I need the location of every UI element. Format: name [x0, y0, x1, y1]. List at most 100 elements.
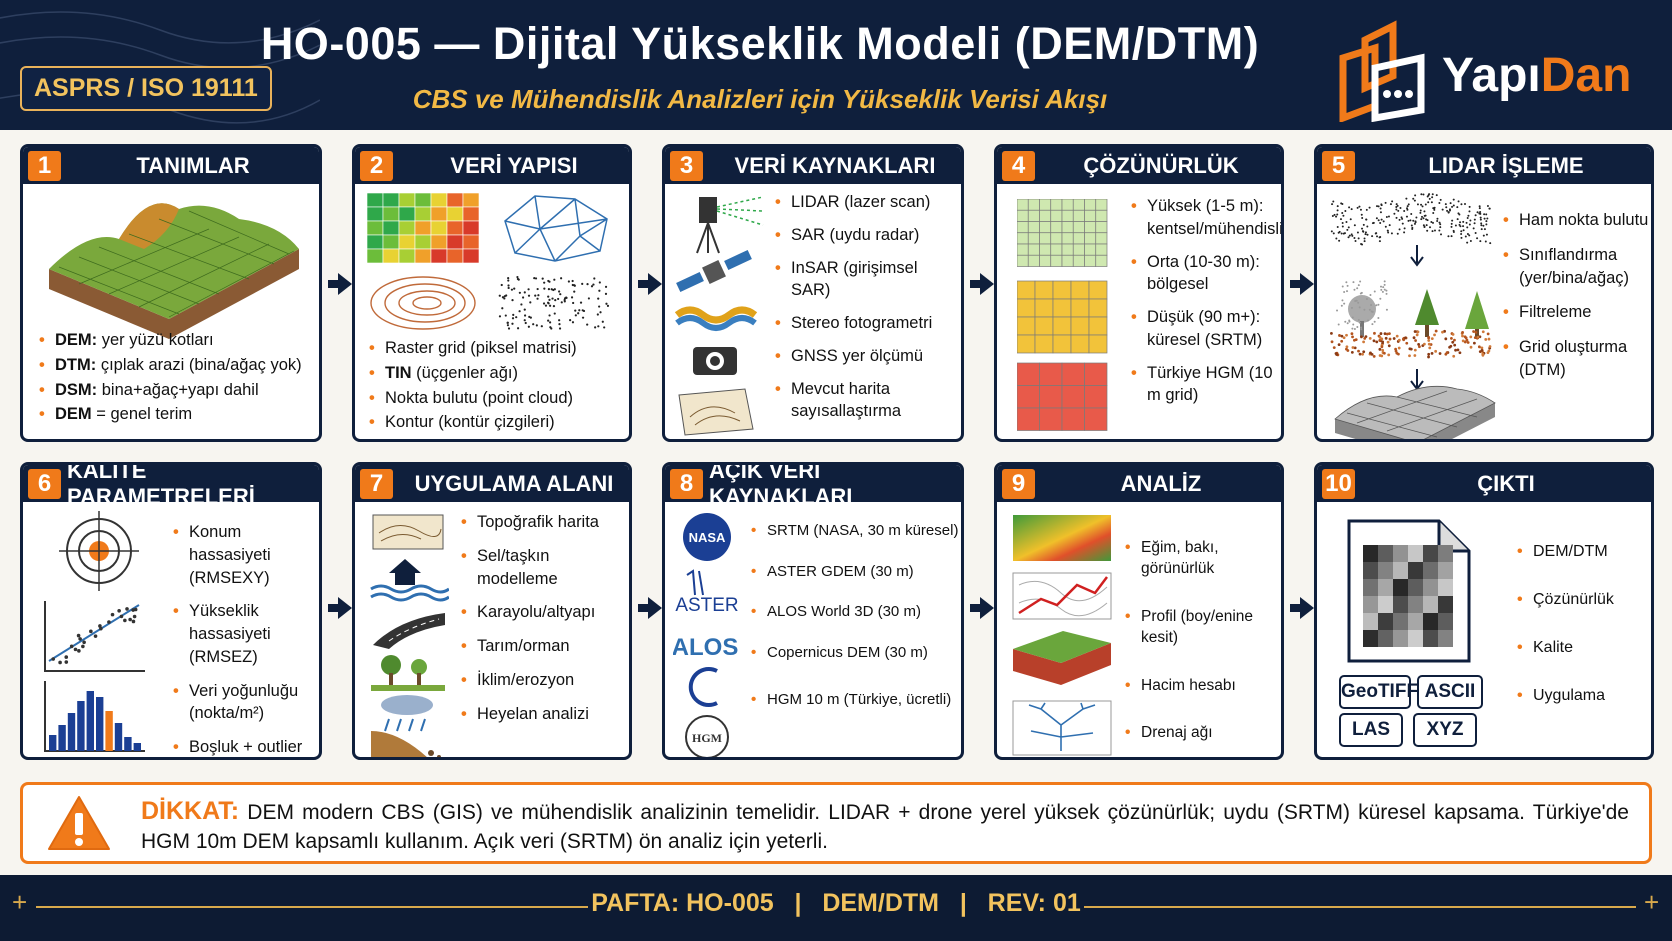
list-item: Drenaj ağı	[1125, 722, 1281, 744]
standard-badge: ASPRS / ISO 19111	[20, 66, 272, 111]
raster-grid-icon	[367, 193, 480, 263]
svg-text:ASTER: ASTER	[675, 595, 738, 616]
plus-mark-icon: +	[12, 887, 28, 917]
raster-file-icon	[1347, 519, 1471, 663]
card-title: ANALİZ	[997, 465, 1281, 502]
application-icons	[370, 514, 449, 757]
footer-rule	[36, 906, 588, 908]
warning-box: DİKKAT: DEM modern CBS (GIS) ve mühendis…	[20, 782, 1652, 864]
sheet-info: PAFTA: HO-005 | DEM/DTM | REV: 01	[591, 889, 1081, 917]
list-item: Boşluk + outlier	[173, 736, 318, 757]
list-item: Sel/taşkın modelleme	[461, 545, 629, 591]
list-item: SAR (uydu radar)	[775, 224, 961, 247]
list-item: SRTM (NASA, 30 m küresel)	[751, 521, 961, 542]
card-analiz: 9 ANALİZ Eğim, bakı, görünürlük Profil (…	[994, 462, 1284, 760]
card-title: TANIMLAR	[23, 147, 319, 184]
card-title: VERİ YAPISI	[355, 147, 629, 184]
nasa-logo-icon: NASA	[683, 513, 731, 561]
copernicus-logo-icon	[688, 667, 718, 707]
footer: + PAFTA: HO-005 | DEM/DTM | REV: 01 +	[0, 875, 1672, 941]
open-data-logos: NASA ASTER ALOS HGM	[673, 513, 739, 757]
card-acik-veri-kaynaklari: 8 AÇIK VERİ KAYNAKLARI NASA ASTER ALOS H…	[662, 462, 964, 760]
hgm-logo-icon: HGM	[685, 715, 729, 757]
target-icon	[59, 511, 139, 591]
resolution-grids-icon	[1017, 199, 1108, 431]
list-item: Yüksek (1-5 m): kentsel/mühendislik	[1131, 195, 1281, 241]
flow-arrow-icon	[328, 597, 352, 619]
alos-logo-icon: ALOS	[673, 634, 738, 661]
flow-arrow-icon	[1290, 597, 1314, 619]
list-item: DEM/DTM	[1517, 541, 1647, 563]
tree-icon	[1415, 289, 1439, 337]
list-item: ASTER GDEM (30 m)	[751, 562, 961, 583]
flood-icon	[370, 559, 449, 602]
card-number: 8	[670, 469, 703, 499]
brand-name: YapıDan	[1442, 49, 1632, 102]
definitions-list: DEM: yer yüzü kotları DTM: çıplak arazi …	[39, 329, 302, 428]
card-title: ÇIKTI	[1317, 465, 1651, 502]
list-item: DSM: bina+ağaç+yapı dahil	[39, 379, 302, 402]
flow-arrow-icon	[638, 273, 662, 295]
list-item: Grid oluşturma (DTM)	[1503, 336, 1651, 382]
card-number: 1	[28, 151, 61, 181]
plus-mark-icon: +	[1644, 887, 1660, 917]
lidar-scanner-icon	[699, 197, 717, 223]
list-item: Veri yoğunluğu (nokta/m²)	[173, 680, 318, 726]
list-item: Kalite	[1517, 637, 1647, 659]
list-item: Nokta bulutu (point cloud)	[369, 387, 577, 410]
flow-arrow-icon	[638, 597, 662, 619]
card-veri-kaynaklari: 3 VERİ KAYNAKLARI LIDAR (lazer scan) SAR…	[662, 144, 964, 442]
card-veri-yapisi: 2 VERİ YAPISI Raster grid (piksel matris…	[352, 144, 632, 442]
card-uygulama-alani: 7 UYGULAMA ALANI Topoğrafik harita Sel/t…	[352, 462, 632, 760]
point-cloud-icon	[498, 275, 610, 330]
list-item: Uygulama	[1517, 685, 1647, 707]
card-number: 2	[360, 151, 393, 181]
terrain-3d-icon	[49, 203, 299, 339]
climate-icon	[381, 695, 433, 732]
open-data-list: SRTM (NASA, 30 m küresel) ASTER GDEM (30…	[751, 521, 961, 730]
tree-icon	[1465, 291, 1489, 339]
data-structure-list: Raster grid (piksel matrisi) TIN (üçgenl…	[369, 337, 577, 436]
list-item: DEM: yer yüzü kotları	[39, 329, 302, 352]
card-title: UYGULAMA ALANI	[355, 465, 629, 502]
card-title: AÇIK VERİ KAYNAKLARI	[665, 465, 961, 509]
road-icon	[373, 613, 445, 649]
page-title: HO-005 — Dijital Yükseklik Modeli (DEM/D…	[260, 18, 1260, 69]
header: ASPRS / ISO 19111 HO-005 — Dijital Yükse…	[0, 0, 1672, 130]
lidar-processing-icon	[1330, 193, 1496, 439]
list-item: InSAR (girişimsel SAR)	[775, 257, 961, 303]
analysis-icons	[1012, 515, 1112, 756]
card-title: ÇÖZÜNÜRLÜK	[997, 147, 1281, 184]
warning-icon	[48, 796, 110, 850]
list-item: Yükseklik hassasiyeti (RMSEZ)	[173, 600, 318, 668]
card-lidar-isleme: 5 LIDAR İŞLEME Ham nokta bulutu Sınıflan…	[1314, 144, 1654, 442]
list-item: Raster grid (piksel matrisi)	[369, 337, 577, 360]
list-item: DTM: çıplak arazi (bina/ağaç yok)	[39, 354, 302, 377]
satellite-icon	[676, 249, 752, 293]
svg-text:HGM: HGM	[692, 731, 722, 745]
warning-label: DİKKAT:	[141, 797, 240, 825]
aster-logo-icon: ASTER	[675, 569, 739, 616]
card-number: 3	[670, 151, 703, 181]
card-number: 5	[1322, 151, 1355, 181]
flow-arrow-icon	[1290, 273, 1314, 295]
list-item: Kontur (kontür çizgileri)	[369, 411, 577, 434]
lidar-steps-list: Ham nokta bulutu Sınıflandırma (yer/bina…	[1503, 209, 1651, 394]
svg-text:NASA: NASA	[689, 530, 726, 545]
list-item: Sınıflandırma (yer/bina/ağaç)	[1503, 244, 1651, 290]
flow-arrow-icon	[970, 597, 994, 619]
card-kalite-parametreleri: 6 KALİTE PARAMETRELERİ Konum hassasiyeti…	[20, 462, 322, 760]
warning-text: DİKKAT: DEM modern CBS (GIS) ve mühendis…	[141, 797, 1629, 853]
list-item: Konum hassasiyeti (RMSEXY)	[173, 521, 318, 589]
format-badge-xyz: XYZ	[1413, 713, 1477, 747]
volume-block-icon	[1013, 631, 1111, 685]
format-badge-ascii: ASCII	[1417, 675, 1483, 709]
list-item: Mevcut harita sayısallaştırma	[775, 378, 961, 424]
list-item: Profil (boy/enine kesit)	[1125, 606, 1281, 649]
list-item: HGM 10 m (Türkiye, ücretli)	[751, 690, 961, 711]
list-item: Ham nokta bulutu	[1503, 209, 1651, 232]
svg-text:ALOS: ALOS	[673, 634, 738, 661]
quality-icons	[44, 511, 145, 752]
insar-fringe-icon	[675, 306, 758, 324]
list-item: İklim/erozyon	[461, 669, 629, 692]
